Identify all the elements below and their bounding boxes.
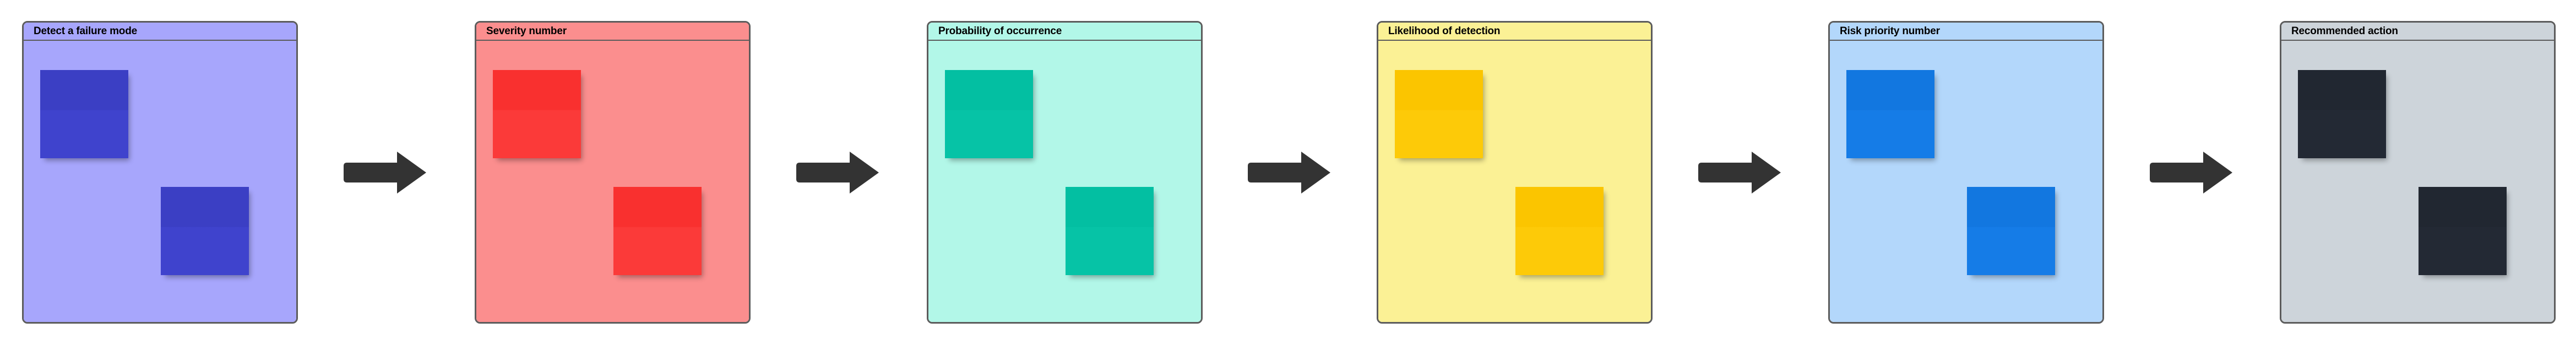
sticky-note-surface xyxy=(1066,187,1154,275)
sticky-note-surface xyxy=(945,70,1033,158)
sticky-note[interactable] xyxy=(1395,70,1483,158)
sticky-note[interactable] xyxy=(40,70,128,158)
panel-body-risk-priority-number xyxy=(1830,41,2102,322)
sticky-note[interactable] xyxy=(2298,70,2386,158)
panel-risk-priority-number[interactable]: Risk priority number xyxy=(1828,21,2104,324)
sticky-note-surface xyxy=(1846,70,1934,158)
sticky-note[interactable] xyxy=(1515,187,1604,275)
panel-severity-number[interactable]: Severity number xyxy=(475,21,751,324)
sticky-note[interactable] xyxy=(1066,187,1154,275)
panel-header-severity-number: Severity number xyxy=(476,23,749,41)
panel-recommended-action[interactable]: Recommended action xyxy=(2280,21,2556,324)
sticky-note[interactable] xyxy=(493,70,581,158)
panel-body-detect-a-failure-mode xyxy=(24,41,296,322)
sticky-note-surface xyxy=(1967,187,2055,275)
right-arrow-icon xyxy=(340,149,428,196)
right-arrow-icon xyxy=(2146,149,2235,196)
panel-body-recommended-action xyxy=(2281,41,2554,322)
panel-title-severity-number: Severity number xyxy=(486,25,567,37)
panel-body-probability-of-occurrence xyxy=(928,41,1201,322)
right-arrow-icon xyxy=(793,149,881,196)
sticky-note-surface xyxy=(1395,70,1483,158)
panel-title-risk-priority-number: Risk priority number xyxy=(1840,25,1940,37)
sticky-note[interactable] xyxy=(1846,70,1934,158)
panel-body-severity-number xyxy=(476,41,749,322)
panel-header-probability-of-occurrence: Probability of occurrence xyxy=(928,23,1201,41)
panel-header-recommended-action: Recommended action xyxy=(2281,23,2554,41)
panel-title-probability-of-occurrence: Probability of occurrence xyxy=(938,25,1062,37)
sticky-note-surface xyxy=(2419,187,2507,275)
panel-header-risk-priority-number: Risk priority number xyxy=(1830,23,2102,41)
sticky-note[interactable] xyxy=(945,70,1033,158)
sticky-note-surface xyxy=(493,70,581,158)
sticky-note-surface xyxy=(613,187,702,275)
sticky-note-surface xyxy=(161,187,249,275)
panel-likelihood-of-detection[interactable]: Likelihood of detection xyxy=(1377,21,1653,324)
sticky-note[interactable] xyxy=(161,187,249,275)
panel-header-detect-a-failure-mode: Detect a failure mode xyxy=(24,23,296,41)
sticky-note[interactable] xyxy=(613,187,702,275)
panel-title-detect-a-failure-mode: Detect a failure mode xyxy=(34,25,137,37)
panel-detect-a-failure-mode[interactable]: Detect a failure mode xyxy=(22,21,298,324)
panel-body-likelihood-of-detection xyxy=(1378,41,1651,322)
sticky-note-surface xyxy=(2298,70,2386,158)
sticky-note-surface xyxy=(1515,187,1604,275)
panel-title-recommended-action: Recommended action xyxy=(2291,25,2398,37)
sticky-note[interactable] xyxy=(2419,187,2507,275)
right-arrow-icon xyxy=(1695,149,1783,196)
panel-probability-of-occurrence[interactable]: Probability of occurrence xyxy=(927,21,1203,324)
panel-header-likelihood-of-detection: Likelihood of detection xyxy=(1378,23,1651,41)
sticky-note[interactable] xyxy=(1967,187,2055,275)
right-arrow-icon xyxy=(1244,149,1333,196)
sticky-note-surface xyxy=(40,70,128,158)
panel-title-likelihood-of-detection: Likelihood of detection xyxy=(1388,25,1501,37)
